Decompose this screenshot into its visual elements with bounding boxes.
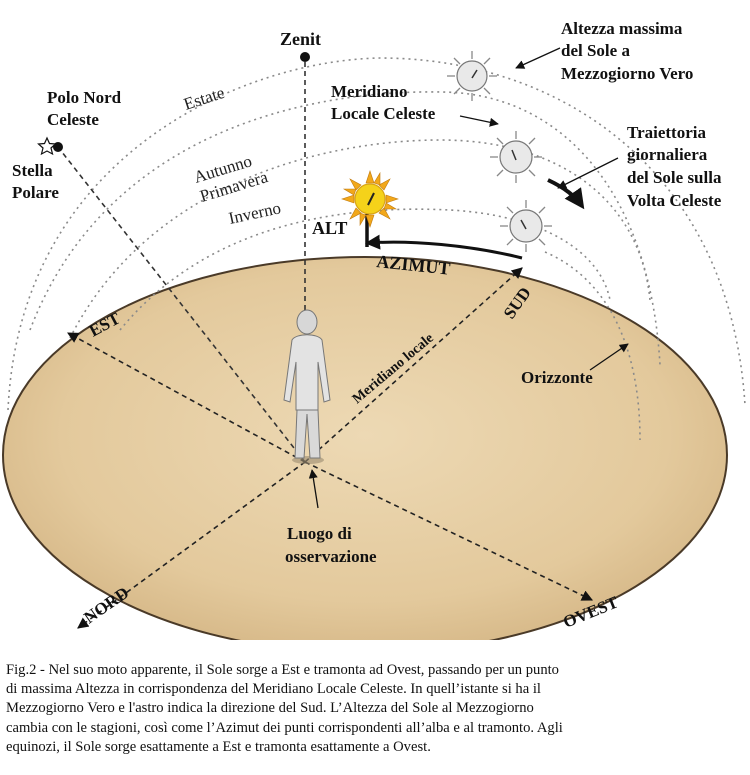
polaris-label-2: Polare xyxy=(12,183,59,202)
season-summer-label: Estate xyxy=(181,83,226,114)
figure-caption: Fig.2 - Nel suo moto apparente, il Sole … xyxy=(6,661,746,757)
right-inner-arc xyxy=(544,251,641,441)
equinox-arc xyxy=(69,139,651,339)
polaris-star-icon xyxy=(37,136,57,156)
trajectory-arrow xyxy=(547,178,585,210)
summer-arc xyxy=(29,91,661,366)
celestial-sphere-diagram: Zenit Polo Nord Celeste Stella Polare Me… xyxy=(2,19,746,640)
north-line xyxy=(77,461,306,629)
direction-lines xyxy=(67,267,594,629)
max-altitude-label-2: del Sole a xyxy=(561,41,630,60)
trajectory-label-2: giornaliera xyxy=(627,145,708,164)
zenith-label: Zenit xyxy=(280,29,321,49)
observer-pointer xyxy=(308,469,319,509)
trajectory-label-4: Volta Celeste xyxy=(627,191,722,210)
max-altitude-label-3: Mezzogiorno Vero xyxy=(561,64,693,83)
caption-line-2: di massima Altezza in corrispondenza del… xyxy=(6,681,541,698)
meridian-celestial-label-2: Locale Celeste xyxy=(331,104,436,123)
trajectory-label-3: del Sole sulla xyxy=(627,168,722,187)
south-line xyxy=(304,267,523,463)
north-pole-label-2: Celeste xyxy=(47,110,99,129)
sun-summer-icon xyxy=(447,51,497,101)
trajectory-pointer xyxy=(557,157,619,189)
sun-current-icon xyxy=(341,170,399,228)
pointer-arrows xyxy=(308,47,629,509)
horizon-label: Orizzonte xyxy=(521,368,593,387)
horizon-pointer xyxy=(589,343,629,371)
observation-place-label-2: osservazione xyxy=(285,547,377,566)
caption-line-1: Fig.2 - Nel suo moto apparente, il Sole … xyxy=(6,662,559,678)
sun-winter-icon xyxy=(500,200,552,252)
north-pole-label-1: Polo Nord xyxy=(47,88,122,107)
season-winter-label: Inverno xyxy=(227,198,283,228)
observer-figure xyxy=(283,309,331,464)
horizon-plane xyxy=(2,256,728,640)
polaris-line xyxy=(57,146,306,463)
meridian-pointer xyxy=(459,115,499,127)
observation-place-label-1: Luogo di xyxy=(287,524,352,543)
max-alt-pointer xyxy=(515,47,561,69)
azimuth-arrow xyxy=(365,234,523,260)
caption-line-4: cambia con le stagioni, così come l’Azim… xyxy=(6,719,563,736)
meridian-celestial-label-1: Meridiano xyxy=(331,82,408,101)
caption-line-3: Mezzogiorno Vero e l'astro indica la dir… xyxy=(6,700,534,717)
west-line xyxy=(304,461,594,601)
outer-sphere-arc xyxy=(7,57,746,411)
altitude-label: ALT xyxy=(312,218,347,238)
zenith-dot xyxy=(300,52,310,62)
caption-line-5: equinozi, il Sole sorge esattamente a Es… xyxy=(6,738,431,755)
sun-equinox-icon xyxy=(490,131,542,183)
celestial-arcs xyxy=(7,57,746,441)
max-altitude-label-1: Altezza massima xyxy=(561,19,683,38)
trajectory-label-1: Traiettoria xyxy=(627,123,706,142)
polaris-label-1: Stella xyxy=(12,161,53,180)
